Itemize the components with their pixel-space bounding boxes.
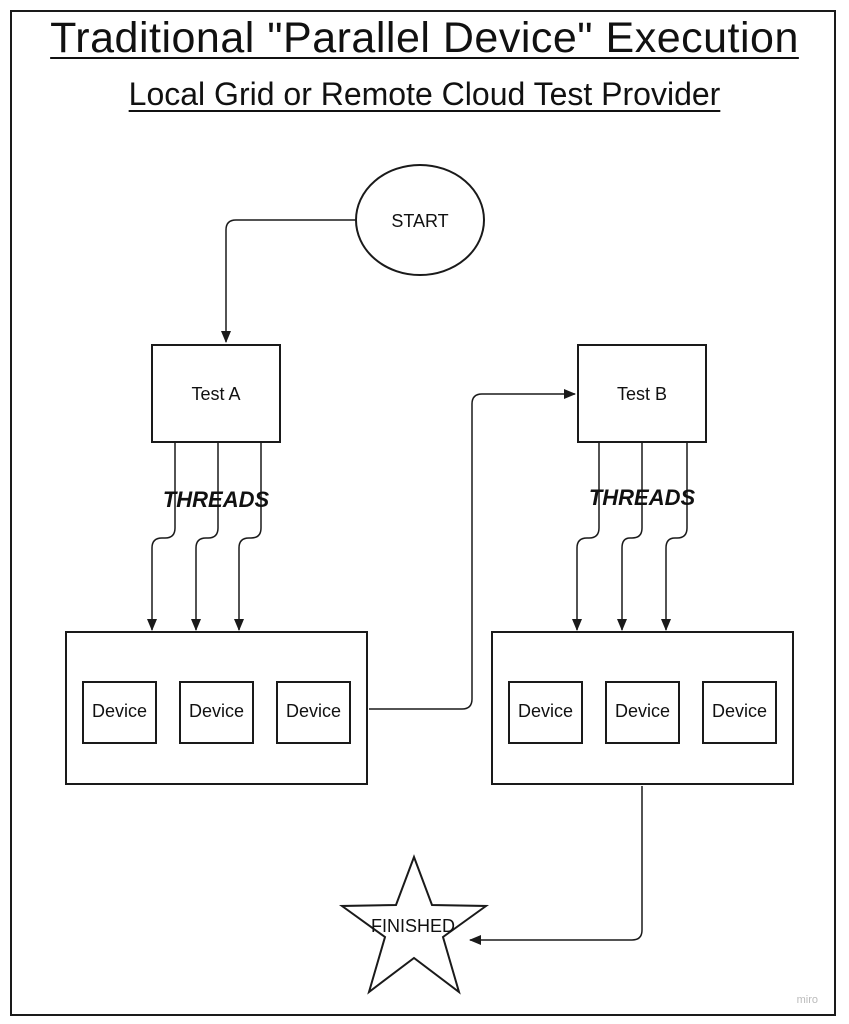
device-label: Device: [712, 701, 767, 721]
connector-group-a-to-test-b: [369, 389, 576, 710]
diagram-title: Traditional "Parallel Device" Execution: [50, 14, 799, 62]
device-b-1: Device: [508, 681, 583, 744]
device-a-1: Device: [82, 681, 157, 744]
connector-start-to-test-a: [221, 219, 356, 343]
finished-node: FINISHED: [338, 854, 490, 995]
start-label: START: [391, 211, 448, 231]
device-label: Device: [518, 701, 573, 721]
connector-group-b-to-finished: [469, 786, 643, 945]
device-label: Device: [286, 701, 341, 721]
device-a-3: Device: [276, 681, 351, 744]
threads-label-a: THREADS: [163, 487, 270, 512]
device-label: Device: [615, 701, 670, 721]
test-a-node: Test A: [151, 344, 281, 443]
threads-b-connectors: [572, 443, 688, 631]
device-b-2: Device: [605, 681, 680, 744]
diagram-frame: [10, 10, 836, 1016]
miro-watermark: miro: [797, 994, 818, 1006]
threads-label-b: THREADS: [589, 485, 696, 510]
threads-a-connectors: [147, 443, 262, 631]
device-group-b: Device Device Device: [491, 631, 794, 785]
test-b-node: Test B: [577, 344, 707, 443]
device-a-2: Device: [179, 681, 254, 744]
test-a-label: Test A: [191, 384, 240, 404]
diagram-subtitle: Local Grid or Remote Cloud Test Provider: [128, 76, 721, 112]
device-b-3: Device: [702, 681, 777, 744]
finished-label: FINISHED: [371, 916, 455, 936]
device-label: Device: [189, 701, 244, 721]
start-node: START: [355, 164, 485, 276]
device-label: Device: [92, 701, 147, 721]
star-icon: [338, 854, 490, 995]
device-group-a: Device Device Device: [65, 631, 368, 785]
test-b-label: Test B: [617, 384, 667, 404]
